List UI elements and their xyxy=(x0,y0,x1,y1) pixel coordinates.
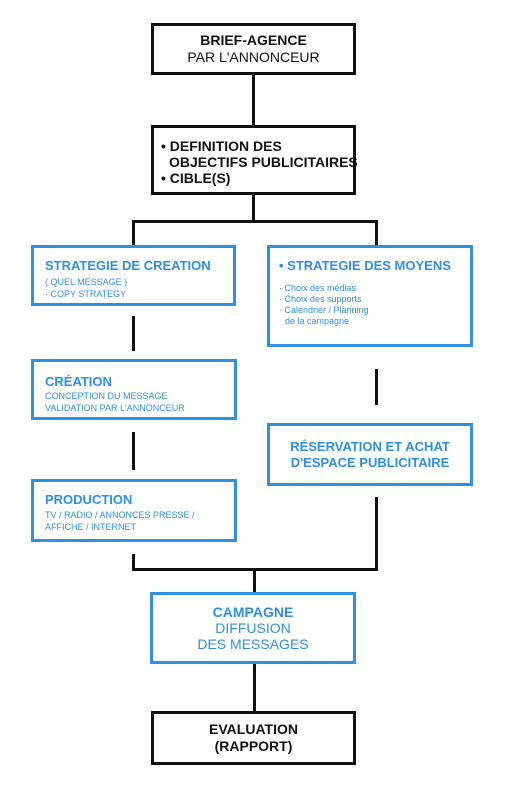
connector-branch-horizontal xyxy=(132,220,378,223)
node-strategie-moyens-details: · Choix des médias · Choix des supports … xyxy=(279,283,470,327)
detail-line: TV / RADIO / ANNONCES PRESSE / xyxy=(45,510,195,520)
node-brief-subtitle: PAR L'ANNONCEUR xyxy=(187,49,320,65)
node-evaluation: EVALUATION (RAPPORT) xyxy=(151,711,356,765)
connector-merge-left xyxy=(132,554,135,571)
node-brief-agence: BRIEF-AGENCE PAR L'ANNONCEUR xyxy=(151,23,356,75)
node-reservation-line: D'ESPACE PUBLICITAIRE xyxy=(290,454,450,470)
detail-line: · Calendrier / Planning xyxy=(279,305,369,315)
connector-branch-left xyxy=(132,220,135,245)
node-strategie-creation-details: ( QUEL MESSAGE ) · COPY STRATEGY xyxy=(45,276,233,300)
connector-campagne-evaluation xyxy=(253,664,256,711)
node-strategie-creation: STRATEGIE DE CREATION ( QUEL MESSAGE ) ·… xyxy=(31,245,236,306)
node-creation-title: CRÉATION xyxy=(45,374,112,389)
connector-objectifs-branch xyxy=(252,195,255,222)
node-campagne: CAMPAGNE DIFFUSION DES MESSAGES xyxy=(150,592,356,664)
detail-line: ( QUEL MESSAGE ) xyxy=(45,277,128,287)
connector-merge-campagne xyxy=(253,570,256,592)
node-strategie-moyens: • STRATEGIE DES MOYENS · Choix des média… xyxy=(267,245,473,347)
detail-line: CONCEPTION DU MESSAGE xyxy=(45,391,168,401)
detail-line: · Choix des supports xyxy=(279,294,362,304)
node-creation-details: CONCEPTION DU MESSAGE VALIDATION PAR L'A… xyxy=(45,390,234,414)
node-production-title: PRODUCTION xyxy=(45,492,133,507)
connector-strategie-creation xyxy=(132,316,135,351)
connector-moyens-reservation xyxy=(375,369,378,405)
node-strategie-creation-title: STRATEGIE DE CREATION xyxy=(45,258,211,273)
node-reservation: RÉSERVATION ET ACHAT D'ESPACE PUBLICITAI… xyxy=(267,423,473,486)
node-brief-title: BRIEF-AGENCE xyxy=(200,32,307,48)
detail-line: VALIDATION PAR L'ANNONCEUR xyxy=(45,403,185,413)
connector-merge-right xyxy=(375,497,378,571)
node-creation: CRÉATION CONCEPTION DU MESSAGE VALIDATIO… xyxy=(31,359,237,420)
node-objectifs-line: • CIBLE(S) xyxy=(161,170,231,186)
node-evaluation-line: EVALUATION xyxy=(209,721,298,737)
connector-branch-right xyxy=(375,220,378,245)
node-evaluation-line: (RAPPORT) xyxy=(214,738,293,754)
node-objectifs-line: • DEFINITION DES xyxy=(161,138,282,154)
connector-creation-production xyxy=(132,432,135,470)
node-production: PRODUCTION TV / RADIO / ANNONCES PRESSE … xyxy=(31,479,237,542)
node-strategie-moyens-title: • STRATEGIE DES MOYENS xyxy=(279,258,451,273)
node-campagne-title: CAMPAGNE xyxy=(212,604,294,620)
detail-line: · COPY STRATEGY xyxy=(45,289,127,299)
node-objectifs-line: OBJECTIFS PUBLICITAIRES xyxy=(169,154,358,170)
node-reservation-line: RÉSERVATION ET ACHAT xyxy=(290,438,450,454)
node-objectifs: • DEFINITION DES OBJECTIFS PUBLICITAIRES… xyxy=(151,125,358,195)
detail-line: de la campagne xyxy=(285,316,350,326)
detail-line: · Choix des médias xyxy=(279,283,357,293)
detail-line: AFFICHE / INTERNET xyxy=(45,522,137,532)
connector-merge-horizontal xyxy=(132,568,378,571)
connector-brief-objectifs xyxy=(252,75,255,125)
node-campagne-line: DIFFUSION xyxy=(215,620,291,636)
node-production-details: TV / RADIO / ANNONCES PRESSE / AFFICHE /… xyxy=(45,509,234,533)
node-campagne-line: DES MESSAGES xyxy=(197,636,309,652)
